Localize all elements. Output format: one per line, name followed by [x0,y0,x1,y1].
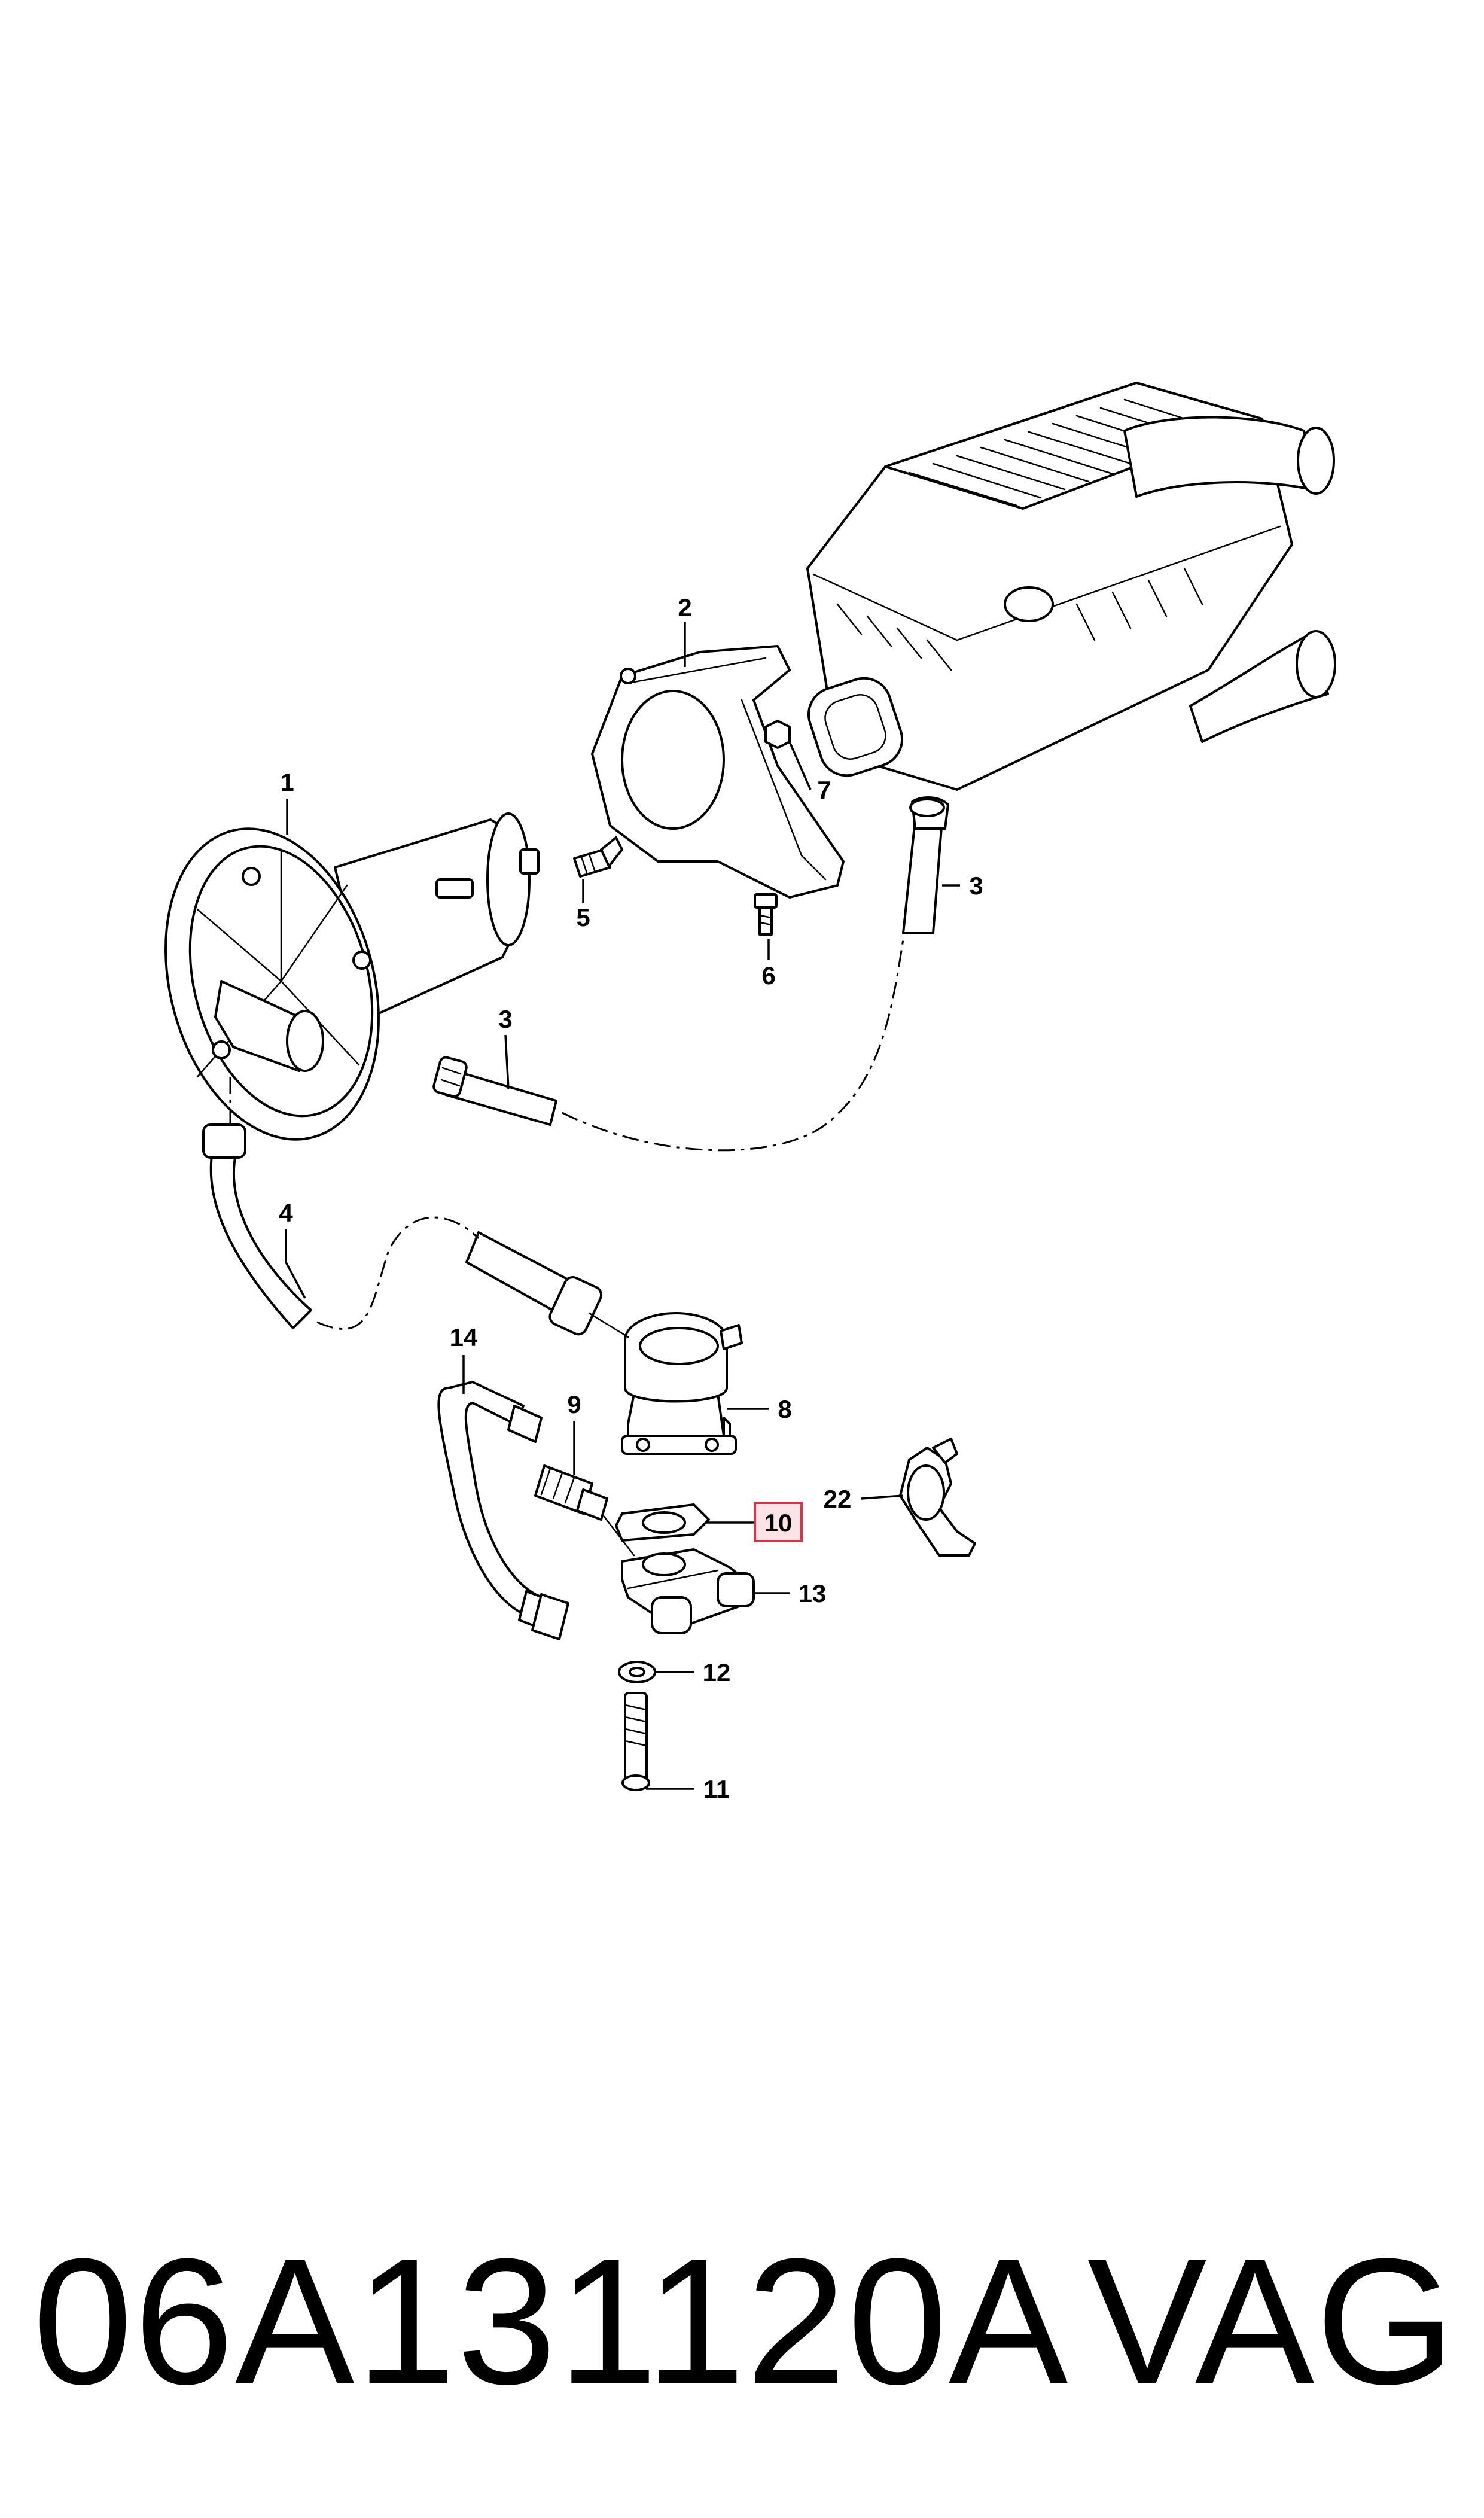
highlight-box-10 [754,1502,803,1542]
callout-4: 4 [279,1199,293,1227]
gasket-part-10 [615,1503,710,1542]
flange-part-13 [621,1548,755,1634]
callout-12: 12 [703,1658,731,1686]
hose-part-3-left [432,1056,557,1126]
hose-path-3 [562,939,904,1152]
hose-part-3-right [902,796,949,934]
secondary-air-pump-part-1 [164,812,540,1141]
callout-labels: 1 2 3 3 4 5 6 7 8 9 10 11 12 13 14 22 [279,593,983,1803]
pipe-part-14 [437,1381,569,1640]
callout-14: 14 [450,1323,478,1351]
callout-1: 1 [280,768,294,796]
brand-name: VAG [1087,2221,1456,2422]
leader-lines [285,622,960,1790]
combination-valve-part-8 [621,1312,743,1455]
callout-22: 22 [824,1485,852,1513]
washer-part-12 [618,1661,656,1683]
callout-3-right: 3 [969,872,983,900]
air-filter-housing [806,382,1336,791]
callout-5: 5 [576,903,590,931]
callout-10: 10 [764,1509,793,1537]
part-number: 06A131120A [33,2221,1069,2422]
hose-path-4 [316,1216,480,1330]
callout-8: 8 [778,1395,791,1423]
clip-part-22 [899,1438,976,1557]
callout-11: 11 [703,1775,730,1803]
callout-3-left: 3 [498,1005,512,1033]
hose-part-4 [202,1123,603,1336]
callout-13: 13 [799,1579,827,1607]
connector-part-9 [534,1464,608,1521]
sensor-part-5 [573,836,623,878]
callout-2: 2 [678,593,691,622]
callout-9: 9 [567,1390,581,1418]
footer-caption: 06A131120A VAG [33,2225,1456,2417]
bracket-part-2 [591,645,845,899]
bolt-part-11 [621,1692,650,1791]
flange-connector-line [603,1515,635,1557]
callout-6: 6 [761,961,775,989]
callout-7: 7 [817,776,831,804]
nut-part-7 [764,720,791,749]
bolt-part-6 [754,893,778,936]
valve-connector-line [588,1312,629,1338]
